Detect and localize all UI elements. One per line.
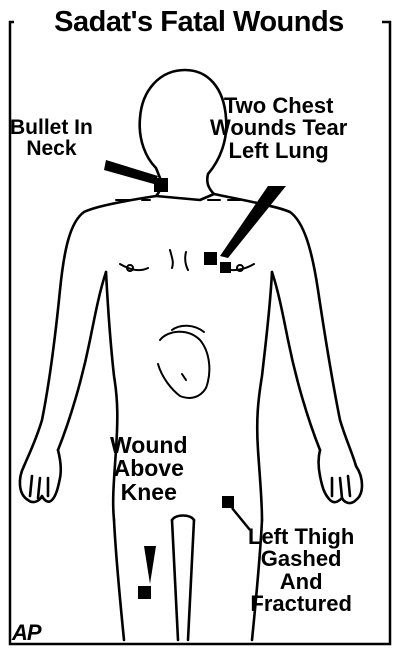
label-chest-wounds: Two Chest Wounds Tear Left Lung xyxy=(210,95,347,162)
label-thigh-wound: Left Thigh Gashed And Fractured xyxy=(248,526,354,616)
label-neck-wound: Bullet In Neck xyxy=(10,117,93,160)
source-credit: AP xyxy=(12,620,41,646)
wound-marker-icon xyxy=(138,178,234,599)
label-knee-wound: Wound Above Knee xyxy=(110,434,188,504)
torso-details xyxy=(116,200,254,398)
diagram-title: Sadat's Fatal Wounds xyxy=(14,4,384,40)
